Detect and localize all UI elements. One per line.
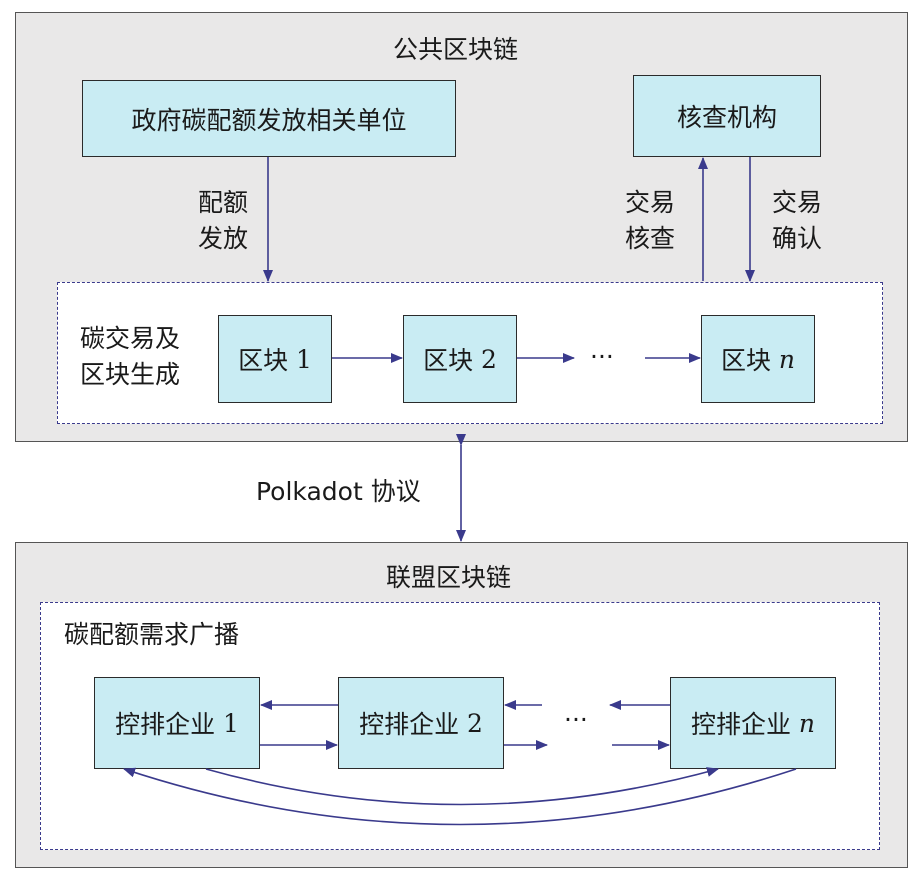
verifier-label: 核查机构 xyxy=(676,103,777,132)
region-label-2: 区块生成 xyxy=(80,360,181,389)
verifier-box: 核查机构 xyxy=(633,75,821,157)
enterprise-1-text: 控排企业 xyxy=(115,710,216,739)
enterprise-2-num: 2 xyxy=(467,708,483,738)
block-1-num: 1 xyxy=(296,344,312,374)
gov-unit-box: 政府碳配额发放相关单位 xyxy=(82,80,456,157)
verify-label-2: 核查 xyxy=(625,224,676,253)
enterprise-n-num: n xyxy=(798,708,816,738)
enterprise-ellipsis: ··· xyxy=(564,705,588,734)
enterprise-n-text: 控排企业 xyxy=(690,710,791,739)
region-label-1: 碳交易及 xyxy=(80,324,181,353)
public-chain-title: 公共区块链 xyxy=(393,35,519,64)
arrow-ent1-entn-curve xyxy=(205,767,719,806)
block-n-text: 区块 xyxy=(720,346,771,375)
enterprise-n: 控排企业 n xyxy=(670,677,836,769)
confirm-label-1: 交易 xyxy=(772,188,823,217)
gov-unit-label: 政府碳配额发放相关单位 xyxy=(131,105,407,135)
protocol-label: Polkadot 协议 xyxy=(256,477,421,506)
block-1-text: 区块 xyxy=(238,346,289,375)
block-1: 区块 1 xyxy=(218,315,332,403)
verify-label-1: 交易 xyxy=(625,188,676,217)
allocation-label-2: 发放 xyxy=(198,224,249,253)
allocation-label-1: 配额 xyxy=(198,188,249,217)
block-n: 区块 n xyxy=(701,315,815,403)
block-2: 区块 2 xyxy=(403,315,517,403)
broadcast-label: 碳配额需求广播 xyxy=(64,620,240,649)
block-2-num: 2 xyxy=(481,344,497,374)
enterprise-2: 控排企业 2 xyxy=(338,677,504,769)
block-ellipsis: ··· xyxy=(590,342,614,371)
arrow-entn-ent1-curve xyxy=(123,767,797,826)
block-n-num: n xyxy=(778,344,796,374)
enterprise-2-text: 控排企业 xyxy=(359,710,460,739)
consortium-chain-title: 联盟区块链 xyxy=(386,563,512,592)
enterprise-1-num: 1 xyxy=(223,708,239,738)
block-2-text: 区块 xyxy=(423,346,474,375)
confirm-label-2: 确认 xyxy=(772,224,823,253)
enterprise-1: 控排企业 1 xyxy=(94,677,260,769)
